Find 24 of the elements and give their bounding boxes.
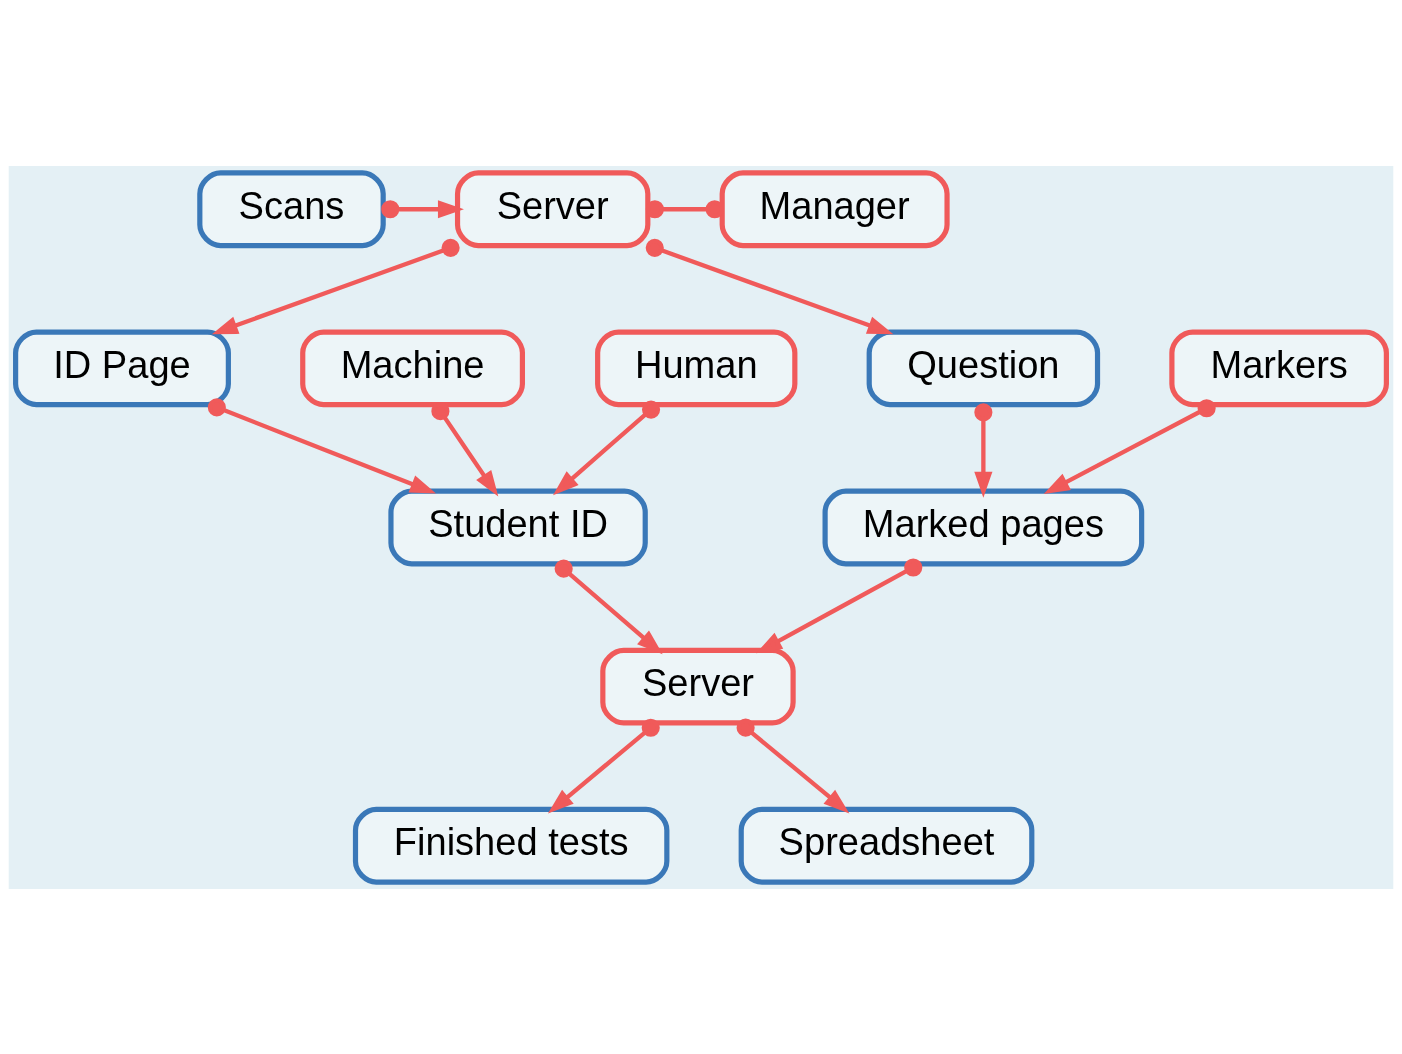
arrow bbox=[1043, 398, 1216, 494]
arrow bbox=[211, 238, 460, 334]
arrow bbox=[756, 557, 923, 653]
node-box: Marked pages bbox=[822, 488, 1145, 566]
arrow bbox=[381, 199, 464, 218]
arrow bbox=[645, 238, 894, 334]
node-box: Student ID bbox=[388, 488, 648, 566]
arrow bbox=[553, 400, 661, 495]
node-box: Spreadsheet bbox=[738, 806, 1035, 885]
arrow bbox=[974, 402, 993, 498]
arrow bbox=[736, 718, 850, 813]
node-box: Server bbox=[600, 647, 796, 726]
arrow bbox=[207, 397, 437, 494]
arrow bbox=[547, 718, 660, 813]
arrow bbox=[554, 559, 663, 654]
node-box: Scans bbox=[197, 169, 386, 248]
node-box: Machine bbox=[300, 328, 525, 407]
node-box: Finished tests bbox=[352, 806, 670, 885]
node-box: Server bbox=[454, 169, 651, 248]
node-box: Question bbox=[866, 328, 1101, 407]
node-box: ID Page bbox=[13, 328, 231, 407]
node-box: Human bbox=[595, 328, 798, 407]
node-box: Manager bbox=[719, 169, 950, 248]
node-box: Markers bbox=[1169, 328, 1389, 407]
